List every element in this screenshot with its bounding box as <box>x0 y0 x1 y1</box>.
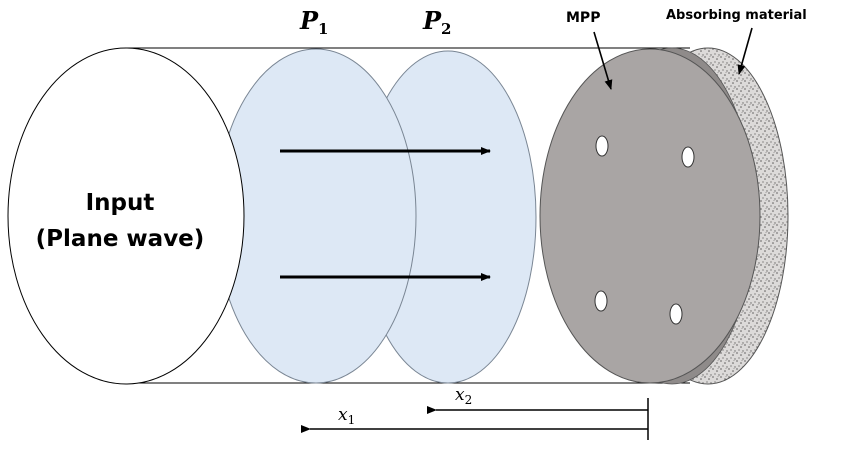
p1-plane-disk <box>215 48 417 384</box>
input-disk <box>7 47 245 385</box>
x1-label: x1 <box>338 405 355 427</box>
p1-label-letter: P <box>299 6 319 35</box>
x2-label-subscript: 2 <box>465 393 473 407</box>
absorbing-pointer-arrow <box>737 27 753 75</box>
mpp-hole <box>681 146 695 168</box>
p1-label: P1 <box>299 6 328 38</box>
mpp-hole <box>595 135 609 157</box>
p1-label-subscript: 1 <box>318 20 328 38</box>
p2-label-subscript: 2 <box>441 20 451 38</box>
input-label-line1: Input <box>86 190 155 216</box>
x1-label-letter: x <box>338 405 348 425</box>
input-label-line2: (Plane wave) <box>36 226 205 252</box>
p2-label: P2 <box>422 6 451 38</box>
mpp-plate <box>539 48 761 384</box>
x2-label-letter: x <box>455 385 465 405</box>
absorbing-material-label: Absorbing material <box>666 8 807 23</box>
p2-label-letter: P <box>422 6 442 35</box>
x1-label-subscript: 1 <box>348 413 356 427</box>
mpp-hole <box>594 290 608 312</box>
mpp-hole <box>669 303 683 325</box>
x2-label: x2 <box>455 385 472 407</box>
mpp-label: MPP <box>566 10 600 26</box>
mpp-pointer-arrow <box>593 31 613 90</box>
